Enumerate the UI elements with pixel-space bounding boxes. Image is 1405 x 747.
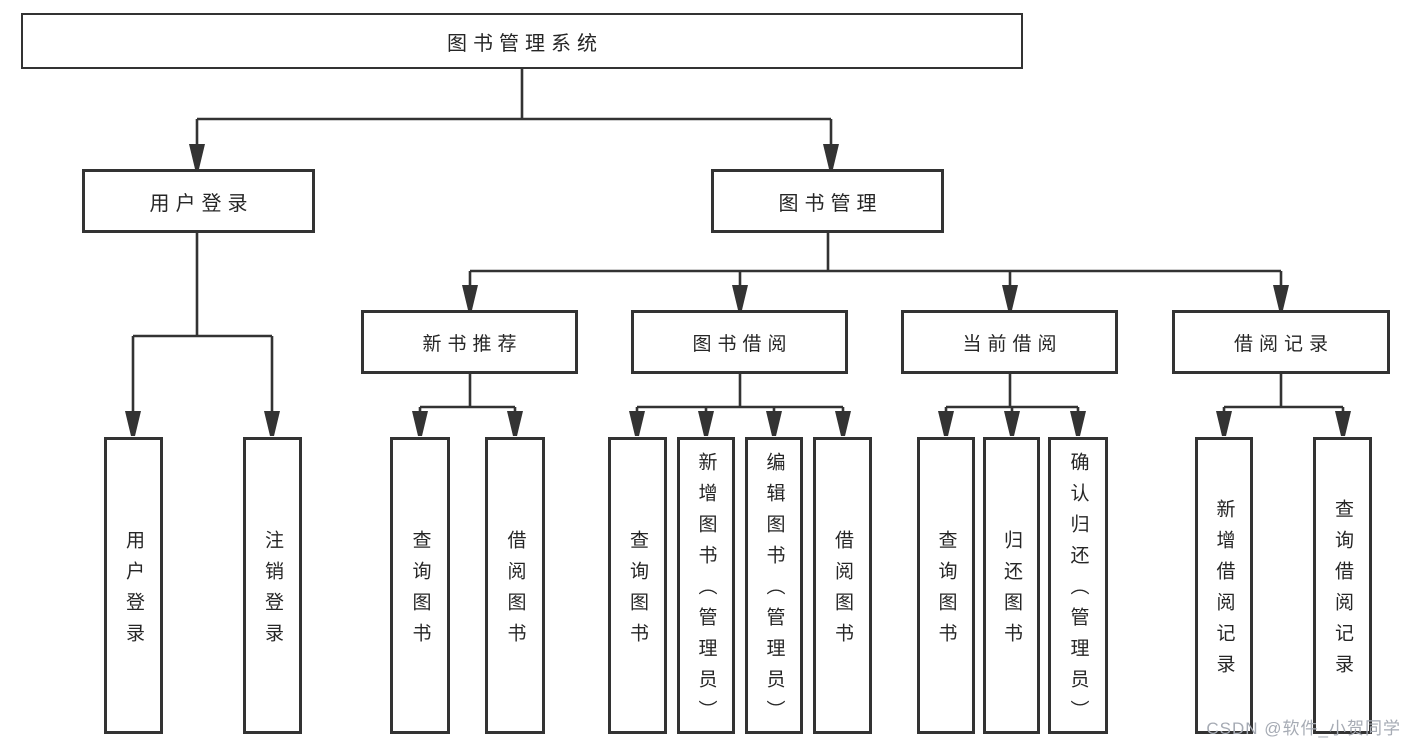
- node-book-management: 图书管理: [711, 169, 944, 233]
- node-book-borrowing: 图书借阅: [631, 310, 848, 374]
- leaf-bb-borrow-books: 借阅图书: [813, 437, 872, 734]
- leaf-logout-login: 注销登录: [243, 437, 302, 734]
- leaf-br-add-record: 新增借阅记录: [1195, 437, 1253, 734]
- leaf-cb-query-books: 查询图书: [917, 437, 975, 734]
- node-borrow-records: 借阅记录: [1172, 310, 1390, 374]
- node-new-book-recommend: 新书推荐: [361, 310, 578, 374]
- leaf-bb-add-books-admin: 新增图书（管理员）: [677, 437, 735, 734]
- leaf-user-login: 用户登录: [104, 437, 163, 734]
- csdn-watermark: CSDN @软件_小贺同学: [1206, 719, 1401, 738]
- node-user-login: 用户登录: [82, 169, 315, 233]
- node-library-system: 图书管理系统: [21, 13, 1023, 69]
- leaf-br-query-record: 查询借阅记录: [1313, 437, 1372, 734]
- leaf-nb-query-books: 查询图书: [390, 437, 450, 734]
- leaf-bb-query-books: 查询图书: [608, 437, 667, 734]
- node-current-borrowing: 当前借阅: [901, 310, 1118, 374]
- leaf-cb-confirm-return-admin: 确认归还（管理员）: [1048, 437, 1108, 734]
- leaf-cb-return-books: 归还图书: [983, 437, 1040, 734]
- leaf-nb-borrow-books: 借阅图书: [485, 437, 545, 734]
- leaf-bb-edit-books-admin: 编辑图书（管理员）: [745, 437, 803, 734]
